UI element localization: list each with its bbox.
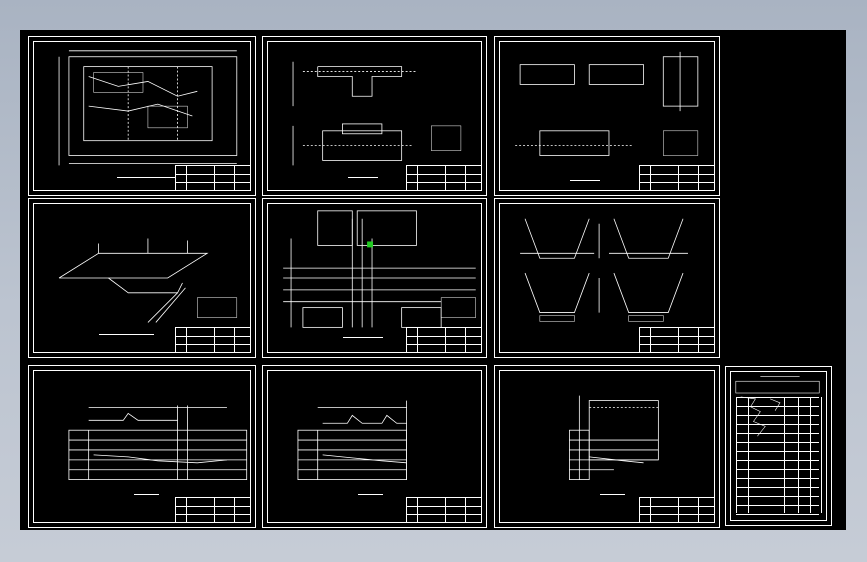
drawing-sheet-profile-1[interactable] <box>28 365 256 528</box>
sheet-caption-line <box>343 337 383 338</box>
sheet-linework <box>58 238 238 323</box>
title-block <box>406 497 482 523</box>
sheet-linework <box>520 218 688 322</box>
drawing-sheet-sections[interactable] <box>262 36 487 196</box>
sheet-linework <box>283 210 476 328</box>
sheet-linework <box>68 405 248 480</box>
drawing-sheet-material-list[interactable] <box>725 366 832 526</box>
cad-model-space[interactable] <box>20 30 846 530</box>
title-block <box>406 327 482 353</box>
sheet-linework <box>292 61 462 166</box>
sheet-caption-line <box>117 177 177 178</box>
sheet-caption-line <box>348 177 378 178</box>
material-table <box>736 397 822 515</box>
title-block <box>175 497 251 523</box>
drawing-sheet-profile-3[interactable] <box>494 365 720 528</box>
sheet-header-linework <box>735 376 820 437</box>
sheet-caption-line <box>570 180 600 181</box>
title-block <box>406 165 482 191</box>
drawing-sheet-profile-2[interactable] <box>262 365 487 528</box>
sheet-caption-line <box>600 494 625 495</box>
drawing-sheet-trench-sections[interactable] <box>494 198 720 358</box>
drawing-sheet-isometric[interactable] <box>28 198 256 358</box>
title-block <box>175 165 251 191</box>
drawing-sheet-details[interactable] <box>494 36 720 196</box>
sheet-linework <box>58 50 238 166</box>
title-block <box>639 327 715 353</box>
sheet-linework <box>569 395 659 480</box>
sheet-linework <box>297 400 407 480</box>
title-block <box>175 327 251 353</box>
drawing-sheet-piping-layout[interactable] <box>262 198 487 358</box>
title-block <box>639 165 715 191</box>
sheet-caption-line <box>134 494 159 495</box>
title-block <box>639 497 715 523</box>
sheet-caption-line <box>99 334 154 335</box>
sheet-linework <box>515 51 699 156</box>
selection-marker <box>367 241 374 248</box>
drawing-sheet-plan-view[interactable] <box>28 36 256 196</box>
sheet-caption-line <box>358 494 383 495</box>
